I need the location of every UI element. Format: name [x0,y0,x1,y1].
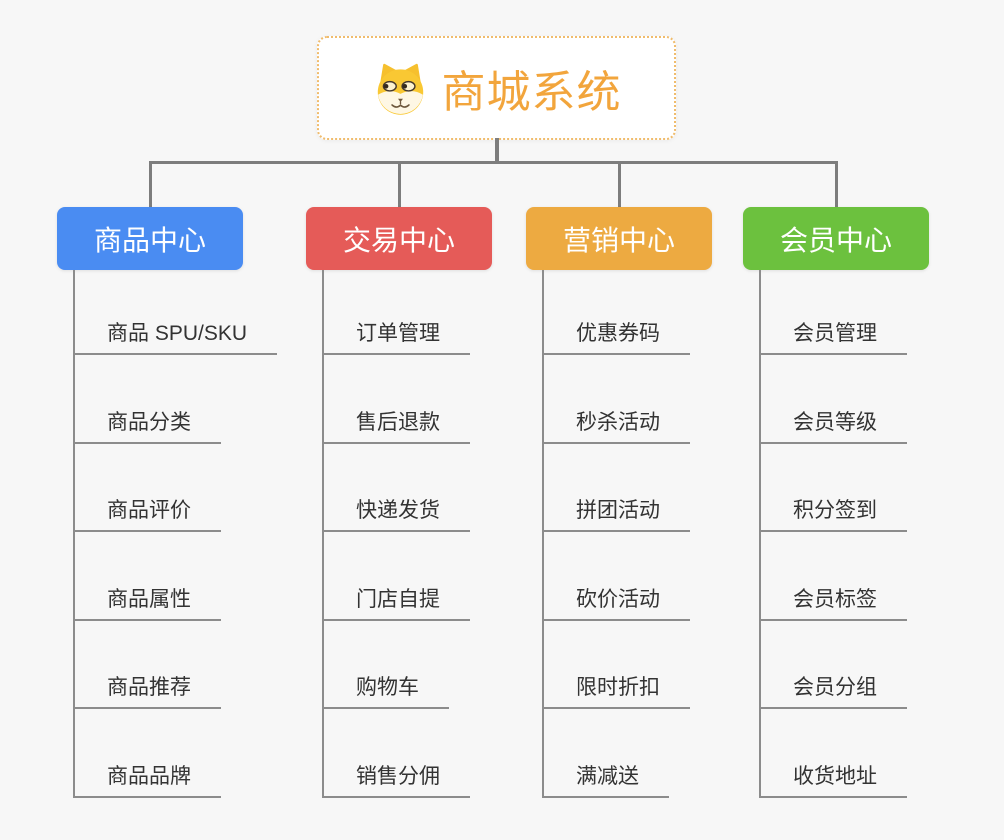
shiba-dog-icon [377,63,423,115]
connector-root-stub [494,138,499,164]
leaf-node[interactable]: 会员等级 [761,406,907,444]
leaf-node[interactable]: 商品 SPU/SKU [75,317,278,355]
leaf-spine: 优惠券码秒杀活动拼团活动砍价活动限时折扣满减送 [542,270,690,798]
leaf-node[interactable]: 商品推荐 [75,671,221,709]
leaf-node[interactable]: 满减送 [544,760,669,798]
leaf-node[interactable]: 砍价活动 [544,583,690,621]
leaf-node[interactable]: 快递发货 [324,494,470,532]
leaf-node[interactable]: 优惠券码 [544,317,690,355]
root-title: 商城系统 [441,68,622,117]
leaf-node[interactable]: 商品评价 [75,494,221,532]
leaf-node[interactable]: 会员分组 [761,671,907,709]
branch-column: 营销中心优惠券码秒杀活动拼团活动砍价活动限时折扣满减送 [526,207,712,798]
root-node[interactable]: 商城系统 [317,36,676,140]
branch-node[interactable]: 商品中心 [57,207,243,270]
connector-branch-drop [397,161,401,207]
branch-column: 商品中心商品 SPU/SKU 商品分类商品评价商品属性商品推荐商品品牌 [57,207,278,798]
leaf-node[interactable]: 商品属性 [75,583,221,621]
leaf-spine: 商品 SPU/SKU 商品分类商品评价商品属性商品推荐商品品牌 [73,270,278,798]
leaf-node[interactable]: 拼团活动 [544,494,690,532]
leaf-node[interactable]: 门店自提 [324,583,470,621]
leaf-node[interactable]: 商品分类 [75,406,221,444]
branch-node[interactable]: 营销中心 [526,207,712,270]
leaf-node[interactable]: 秒杀活动 [544,406,690,444]
leaf-node[interactable]: 积分签到 [761,494,907,532]
leaf-node[interactable]: 商品品牌 [75,760,221,798]
leaf-node[interactable]: 限时折扣 [544,671,690,709]
leaf-node[interactable]: 会员标签 [761,583,907,621]
connector-branch-drop [834,161,838,207]
leaf-spine: 订单管理售后退款快递发货门店自提购物车销售分佣 [322,270,470,798]
branch-node[interactable]: 交易中心 [306,207,492,270]
connector-rail [148,161,838,164]
branch-column: 会员中心会员管理会员等级积分签到会员标签会员分组收货地址 [743,207,929,798]
branch-column: 交易中心订单管理售后退款快递发货门店自提购物车销售分佣 [306,207,492,798]
leaf-node[interactable]: 会员管理 [761,317,907,355]
leaf-spine: 会员管理会员等级积分签到会员标签会员分组收货地址 [759,270,907,798]
leaf-node[interactable]: 订单管理 [324,317,470,355]
leaf-node[interactable]: 售后退款 [324,406,470,444]
connector-branch-drop [148,161,152,207]
connector-branch-drop [617,161,621,207]
leaf-node[interactable]: 收货地址 [761,760,907,798]
branch-node[interactable]: 会员中心 [743,207,929,270]
leaf-node[interactable]: 购物车 [324,671,449,709]
leaf-node[interactable]: 销售分佣 [324,760,470,798]
